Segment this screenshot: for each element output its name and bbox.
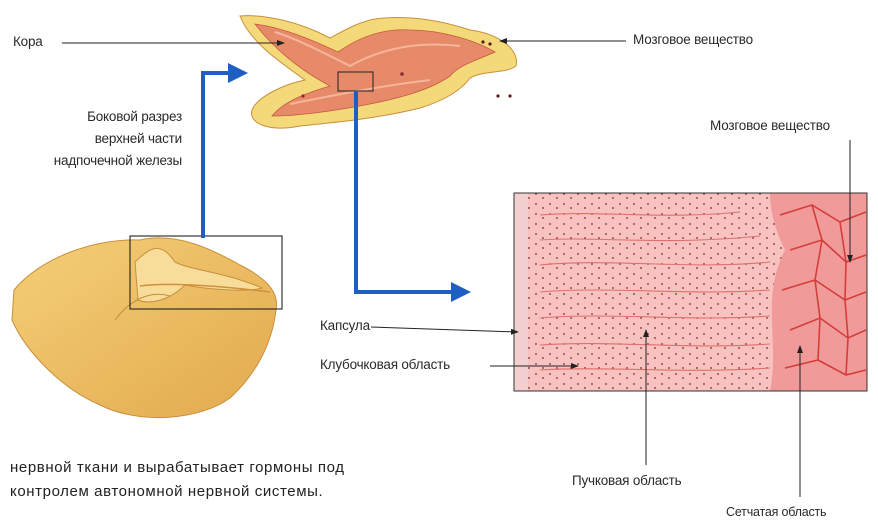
- label-capsule: Капсула: [320, 318, 370, 335]
- label-medulla-right: Мозговое вещество: [710, 118, 830, 135]
- label-glomerular: Клубочковая область: [320, 357, 450, 374]
- label-cortex: Кора: [13, 34, 43, 51]
- cross-section-illustration: [240, 16, 517, 128]
- label-section-caption: Боковой разрез верхней части надпочечной…: [42, 106, 182, 172]
- body-text: нервной ткани и вырабатывает гормоны под…: [10, 456, 390, 504]
- label-medulla-top: Мозговое вещество: [633, 32, 753, 49]
- tissue-section-illustration: [514, 193, 867, 391]
- adrenal-gland-illustration: [12, 236, 282, 418]
- label-reticular: Сетчатая область: [726, 505, 826, 521]
- leader-capsule: [371, 327, 518, 332]
- label-fascicular: Пучковая область: [572, 473, 681, 490]
